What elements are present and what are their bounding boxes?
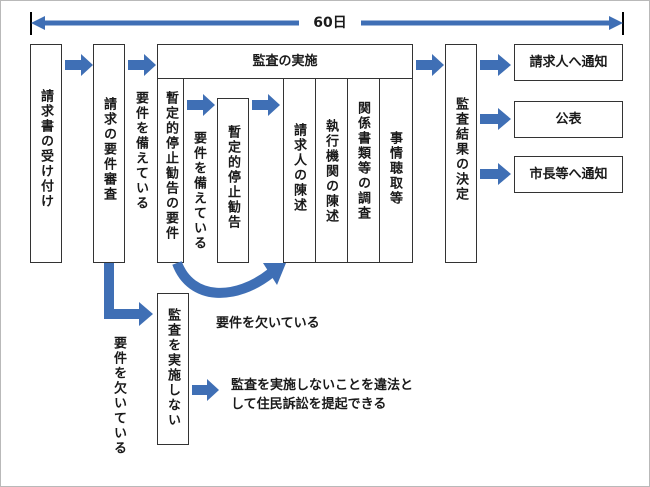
provisional-req-label: 暫定的停止勧告の要件 [163, 91, 178, 241]
arrow-decision-claimant [480, 54, 511, 76]
requirements-met-label: 要件を備えている [133, 91, 148, 211]
step-receive-label: 請求書の受け付け [38, 89, 53, 209]
audit-header-label: 監査の実施 [252, 54, 318, 69]
arrow-review-audit [128, 54, 156, 76]
lawsuit-note-line1: 監査を実施しないことを違法と [231, 378, 414, 393]
notify-claimant-label: 請求人へ通知 [529, 55, 608, 70]
executive-statement-label: 執行機関の陳述 [323, 119, 338, 224]
step-review-box: 請求の要件審査 [93, 44, 125, 263]
notify-mayor-label: 市長等へ通知 [529, 167, 608, 182]
timeline-label: 60日 [313, 15, 347, 31]
provisional-req-box: 暫定的停止勧告の要件 [157, 78, 184, 263]
claimant-statement-box: 請求人の陳述 [283, 78, 316, 263]
arrow-decision-mayor [480, 163, 511, 185]
notify-mayor-box: 市長等へ通知 [514, 156, 623, 193]
provisional-rec-label: 暫定的停止勧告 [225, 125, 240, 230]
arrow-audit-decision [416, 54, 444, 76]
claimant-statement-label: 請求人の陳述 [291, 123, 306, 213]
decision-box: 監査結果の決定 [445, 44, 477, 263]
arrow-no-audit-lawsuit [192, 379, 219, 401]
document-survey-label: 関係書類等の調査 [355, 101, 370, 221]
publish-label: 公表 [555, 112, 582, 127]
lawsuit-note-line2: して住民訴訟を提起できる [231, 397, 387, 412]
arrow-receive-review [65, 54, 93, 76]
step-receive-box: 請求書の受け付け [30, 44, 62, 263]
no-audit-box: 監査を実施しない [157, 293, 189, 445]
requirements-missing-label: 要件を欠いている [111, 336, 126, 456]
hearing-box: 事情聴取等 [379, 78, 413, 263]
provisional-met-label: 要件を備えている [191, 131, 206, 251]
provisional-rec-box: 暫定的停止勧告 [217, 98, 249, 263]
publish-box: 公表 [514, 101, 623, 138]
arrow-review-no-audit [104, 263, 153, 326]
no-audit-label: 監査を実施しない [165, 308, 180, 428]
hearing-label: 事情聴取等 [387, 131, 402, 206]
arrow-provisional-curve-head [263, 263, 286, 285]
step-review-label: 請求の要件審査 [101, 97, 116, 202]
arrow-provisional-req-met [187, 94, 215, 116]
notify-claimant-box: 請求人へ通知 [514, 44, 623, 81]
arrow-provisional-claimant [252, 94, 280, 116]
audit-header-box: 監査の実施 [157, 44, 413, 79]
decision-label: 監査結果の決定 [453, 97, 468, 202]
arrow-provisional-curve [172, 260, 275, 298]
provisional-missing-label: 要件を欠いている [216, 316, 320, 331]
arrow-decision-publish [480, 108, 511, 130]
